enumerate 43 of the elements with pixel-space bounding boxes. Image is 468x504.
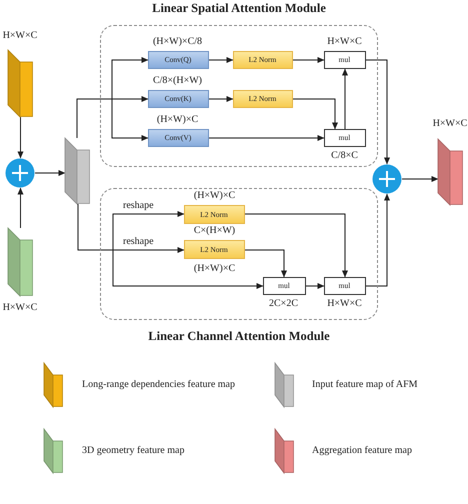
- legend-label: Long-range dependencies feature map: [82, 379, 235, 390]
- arrow: [244, 214, 348, 278]
- dimension-label: H×W×C: [327, 36, 362, 46]
- arrow: [244, 250, 287, 278]
- edge-label: reshape: [123, 201, 154, 211]
- dimension-label: (H×W)×C: [156, 114, 198, 124]
- legend-label: 3D geometry feature map: [82, 445, 184, 456]
- dimension-label: H×W×C: [432, 118, 468, 129]
- feature-map-cuboid: [8, 228, 33, 296]
- arrow: [208, 96, 234, 102]
- dimension-label: (H×W)×C: [194, 190, 236, 200]
- arrow: [402, 176, 438, 182]
- arrow: [208, 135, 324, 141]
- arrow: [342, 68, 348, 130]
- dimension-label: C/8×(H×W): [152, 74, 202, 86]
- feature-map-cuboid: [438, 139, 463, 205]
- legend-label: Input feature map of AFM: [312, 379, 418, 390]
- arrow: [366, 194, 390, 286]
- dimension-label: 2C×2C: [269, 298, 298, 308]
- dimension-label: H×W×C: [2, 302, 38, 313]
- dimension-label: C/8×C: [331, 150, 358, 160]
- arrow: [34, 170, 66, 176]
- arrow: [18, 188, 24, 228]
- module-title: Linear Spatial Attention Module: [151, 1, 327, 16]
- edge-label: reshape: [123, 237, 154, 247]
- dimension-label: H×W×C: [2, 30, 38, 41]
- arrow: [292, 98, 338, 130]
- sum-circle: [5, 158, 35, 188]
- dimension-label: (H×W)×C/8: [152, 36, 202, 46]
- arrow: [208, 57, 234, 63]
- dimension-label: (H×W)×C: [194, 262, 236, 274]
- arrow: [292, 57, 324, 63]
- feature-map-cuboid: [8, 50, 33, 117]
- arrow: [306, 283, 324, 289]
- dimension-label: H×W×C: [327, 298, 362, 308]
- arrow: [78, 204, 264, 289]
- feature-map-cuboid: [65, 138, 90, 204]
- sum-circle: [372, 164, 402, 194]
- arrow: [18, 116, 24, 158]
- arrow: [366, 60, 390, 164]
- dimension-label: C×(H×W): [194, 224, 236, 236]
- legend-label: Aggregation feature map: [312, 445, 412, 456]
- module-title: Linear Channel Attention Module: [147, 329, 331, 344]
